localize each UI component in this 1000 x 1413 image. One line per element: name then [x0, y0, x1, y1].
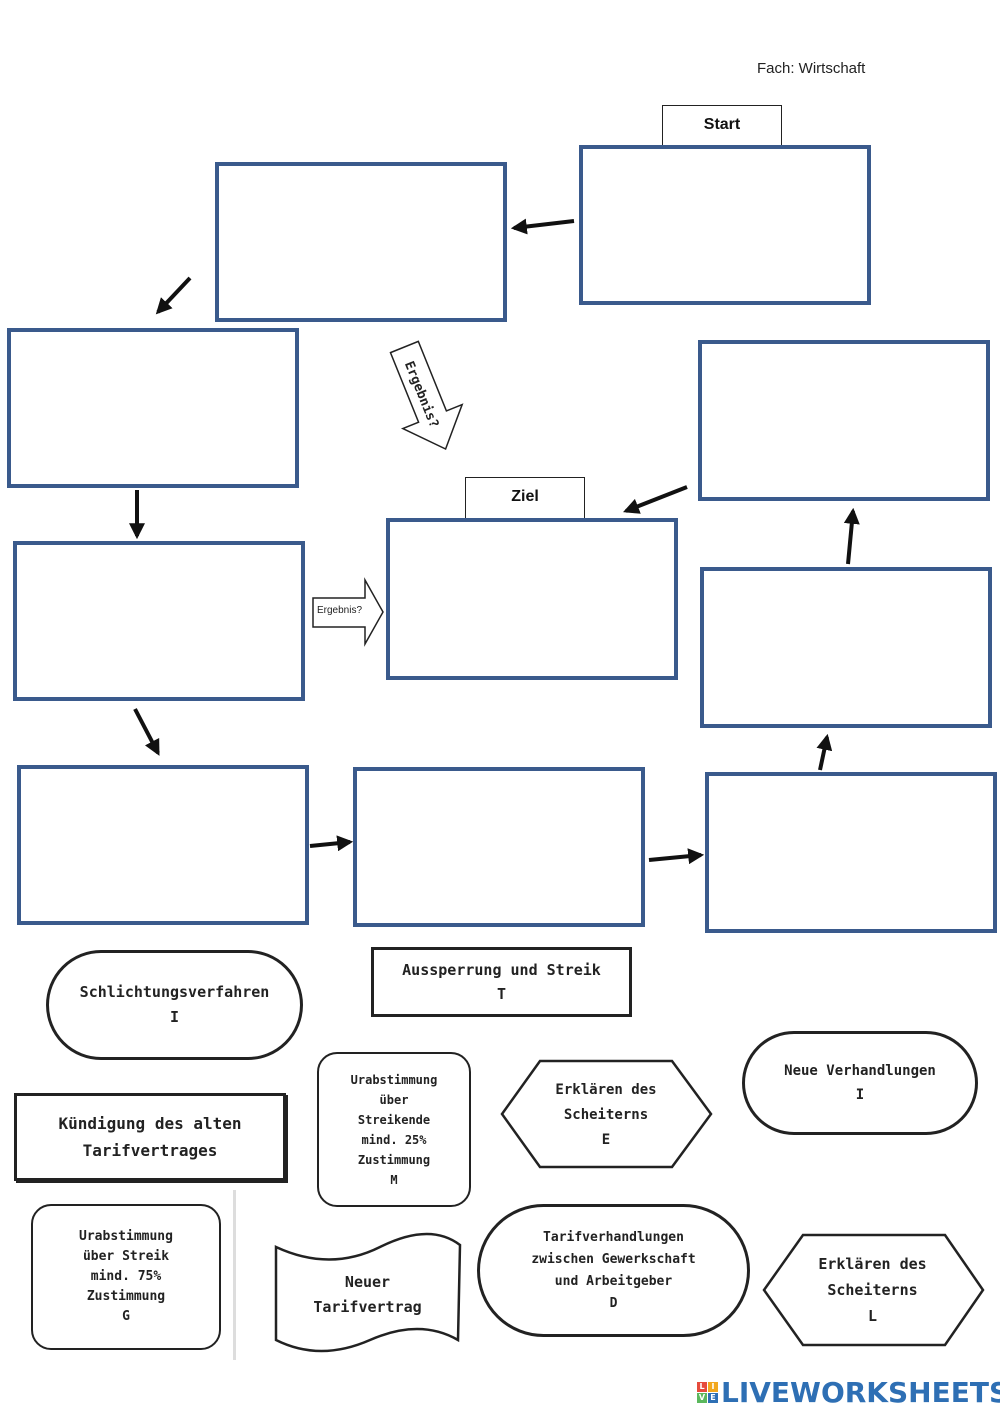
card-letter: I [855, 1087, 865, 1103]
card-line: Erklären des [818, 1255, 927, 1273]
card-neuer-tarifvertrag[interactable]: Neuer Tarifvertrag [280, 1260, 455, 1330]
card-line: Kündigung des alten [58, 1114, 242, 1133]
drop-zone-3[interactable] [7, 328, 299, 488]
card-line: Erklären des [555, 1081, 657, 1098]
card-letter: D [609, 1295, 618, 1311]
logo-mark-letter: E [708, 1393, 718, 1403]
start-tab: Start [662, 105, 782, 147]
card-letter: L [867, 1307, 878, 1325]
arrow-4-to-7 [133, 708, 160, 756]
arrow-start-to-2 [510, 218, 575, 235]
separator-line [233, 1190, 236, 1360]
card-aussperrung-streik[interactable]: Aussperrung und Streik T [371, 947, 632, 1017]
card-line: über Streik [82, 1249, 170, 1264]
card-line: Zustimmung [357, 1152, 431, 1167]
arrow-2-to-3 [155, 276, 192, 315]
arrow-5-to-ziel [623, 485, 688, 514]
card-erklaeren-l[interactable]: Erklären des Scheiterns L [790, 1240, 955, 1340]
card-line: Streikende [357, 1112, 431, 1127]
drop-zone-8[interactable] [353, 767, 645, 927]
start-label: Start [703, 116, 741, 133]
logo-text: LIVEWORKSHEETS [721, 1376, 1000, 1409]
card-line: Tarifvertrag [313, 1298, 422, 1316]
drop-zone-ziel[interactable] [386, 518, 678, 680]
drop-zone-7[interactable] [17, 765, 309, 925]
ergebnis-label-horizontal: Ergebnis? [317, 605, 363, 616]
card-neue-verhandlungen[interactable]: Neue Verhandlungen I [742, 1031, 978, 1135]
logo-mark-letter: V [697, 1393, 707, 1403]
card-line: Tarifvertrages [82, 1141, 218, 1160]
ergebnis-arrow-diagonal [389, 340, 464, 451]
card-letter: T [496, 985, 507, 1003]
arrow-8-to-9 [648, 848, 705, 865]
drop-zone-4[interactable] [13, 541, 305, 701]
card-line: Urabstimmung [350, 1072, 438, 1087]
card-line: und Arbeitgeber [554, 1273, 673, 1289]
card-tarifverhandlungen[interactable]: Tarifverhandlungen zwischen Gewerkschaft… [477, 1204, 750, 1337]
card-letter: M [390, 1172, 398, 1187]
arrow-6-to-5 [843, 507, 860, 565]
card-line: Neuer [344, 1273, 391, 1291]
card-line: Schlichtungsverfahren [79, 983, 270, 1001]
ergebnis-arrow-horizontal [312, 577, 384, 647]
card-kuendigung[interactable]: Kündigung des alten Tarifvertrages [14, 1093, 286, 1181]
logo-mark-letter: I [708, 1382, 718, 1392]
card-schlichtungsverfahren[interactable]: Schlichtungsverfahren I [46, 950, 303, 1060]
card-letter: E [601, 1131, 611, 1148]
card-line: Neue Verhandlungen [784, 1063, 936, 1079]
card-line: über [379, 1092, 409, 1107]
card-line: Scheiterns [827, 1281, 918, 1299]
logo-mark-letter: L [697, 1382, 707, 1392]
card-line: Urabstimmung [79, 1229, 173, 1244]
card-line: Scheiterns [563, 1106, 649, 1123]
card-line: Aussperrung und Streik [402, 961, 601, 979]
card-line: mind. 75% [90, 1269, 162, 1284]
ziel-tab: Ziel [465, 477, 585, 520]
card-line: Tarifverhandlungen [543, 1229, 684, 1245]
subject-label: Fach: Wirtschaft [757, 60, 866, 77]
drop-zone-9[interactable] [705, 772, 997, 933]
card-letter: G [122, 1309, 130, 1324]
liveworksheets-logo: L I V E LIVEWORKSHEETS [697, 1376, 1000, 1409]
drop-zone-6[interactable] [700, 567, 992, 728]
logo-mark-icon: L I V E [697, 1382, 718, 1403]
drop-zone-2[interactable] [215, 162, 507, 322]
drop-zone-start[interactable] [579, 145, 871, 305]
card-letter: I [169, 1008, 180, 1026]
arrow-7-to-8 [309, 835, 354, 852]
arrow-9-to-6 [816, 733, 833, 771]
card-line: mind. 25% [361, 1132, 427, 1147]
card-erklaeren-e[interactable]: Erklären des Scheiterns E [520, 1065, 692, 1165]
drop-zone-5[interactable] [698, 340, 990, 501]
card-urabstimmung-streik[interactable]: Urabstimmung über Streik mind. 75% Zusti… [31, 1204, 221, 1350]
card-urabstimmung-streikende[interactable]: Urabstimmung über Streikende mind. 25% Z… [317, 1052, 471, 1207]
ziel-label: Ziel [511, 488, 539, 505]
card-line: zwischen Gewerkschaft [531, 1251, 696, 1267]
card-line: Zustimmung [86, 1289, 166, 1304]
